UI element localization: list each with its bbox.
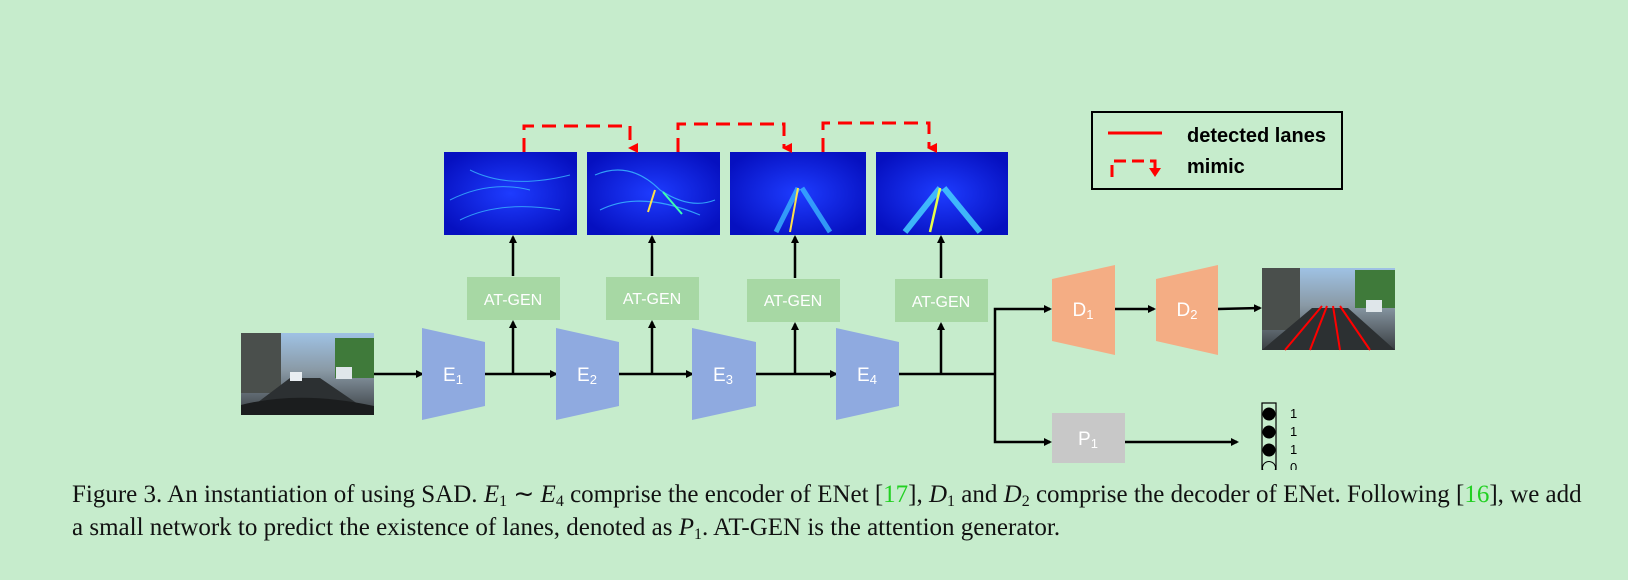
existence-dot-filled [1262,443,1276,457]
existence-value: 0 [1290,460,1297,470]
atgen-label: AT-GEN [764,293,822,310]
atgen-block-3: AT-GEN [747,279,840,322]
figure-caption: Figure 3. An instantiation of using SAD.… [72,481,1582,543]
attention-map-3 [730,152,866,235]
existence-value: 1 [1290,424,1297,439]
decoder-d2: D2 [1156,265,1218,355]
existence-dot-filled [1262,407,1276,421]
decoder-label: D [1177,300,1191,321]
encoder-sub: 2 [590,372,597,387]
attention-map-1 [444,152,577,235]
encoder-e2: E2 [556,328,619,420]
existence-dot-empty [1262,461,1276,470]
svg-text:D1: D1 [1073,300,1094,322]
output-road-image [1262,268,1395,351]
atgen-block-1: AT-GEN [467,277,560,320]
input-road-image [241,333,374,415]
svg-text:E2: E2 [577,365,597,387]
svg-text:E1: E1 [443,365,463,387]
legend-mimic: mimic [1187,156,1245,178]
legend: detected lanes mimic [1091,111,1343,190]
encoder-e4: E4 [836,328,899,420]
sad-diagram: E1 E2 E3 E4 AT-GEN AT-GEN AT-GEN AT-GEN … [241,111,1395,470]
svg-text:P1: P1 [1078,429,1098,451]
encoder-label: E [577,365,590,386]
existence-dot-filled [1262,425,1276,439]
atgen-label: AT-GEN [912,294,970,311]
svg-text:D2: D2 [1177,300,1198,322]
encoder-sub: 4 [870,372,877,387]
encoder-label: E [857,365,870,386]
legend-dashed-line [1110,159,1157,177]
predictor-p1: P1 [1052,413,1125,463]
attention-map-4 [876,152,1008,235]
reference-link[interactable]: 17 [883,481,909,508]
svg-text:E3: E3 [713,365,733,387]
reference-link[interactable]: 16 [1464,481,1490,508]
existence-value: 1 [1290,442,1297,457]
existence-value: 1 [1290,406,1297,421]
atgen-label: AT-GEN [484,292,542,309]
encoder-label: E [443,365,456,386]
predictor-label: P [1078,429,1091,450]
legend-detected-lanes: detected lanes [1187,125,1326,147]
encoder-label: E [713,365,726,386]
attention-map-2 [587,152,720,235]
flow-arrows [374,235,1262,446]
encoder-sub: 3 [726,372,733,387]
predictor-sub: 1 [1091,436,1098,451]
encoder-sub: 1 [456,372,463,387]
existence-vector: 1 1 1 0 [1261,402,1297,470]
encoder-e3: E3 [692,328,756,420]
decoder-label: D [1073,300,1087,321]
decoder-d1: D1 [1052,265,1115,355]
atgen-block-4: AT-GEN [895,279,988,322]
decoder-sub: 2 [1190,307,1197,322]
mimic-arrows [522,121,937,153]
atgen-label: AT-GEN [623,291,681,308]
atgen-block-2: AT-GEN [606,277,699,320]
svg-text:E4: E4 [857,365,877,387]
encoder-e1: E1 [422,328,485,420]
decoder-sub: 1 [1086,307,1093,322]
